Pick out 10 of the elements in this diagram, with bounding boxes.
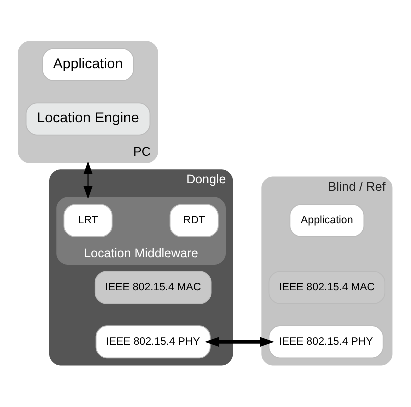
node-box: IEEE 802.15.4 PHY: [268, 326, 384, 359]
node-box: LRT: [64, 204, 113, 238]
node-box: Location Engine: [26, 102, 151, 136]
node-box: RDT: [170, 204, 219, 238]
node-box: Application: [290, 204, 365, 238]
arrow: [84, 161, 93, 200]
node-box: IEEE 802.15.4 PHY: [96, 326, 211, 359]
arrow: [205, 337, 274, 348]
node-box: Application: [42, 48, 134, 82]
node-box: IEEE 802.15.4 MAC: [94, 271, 212, 304]
